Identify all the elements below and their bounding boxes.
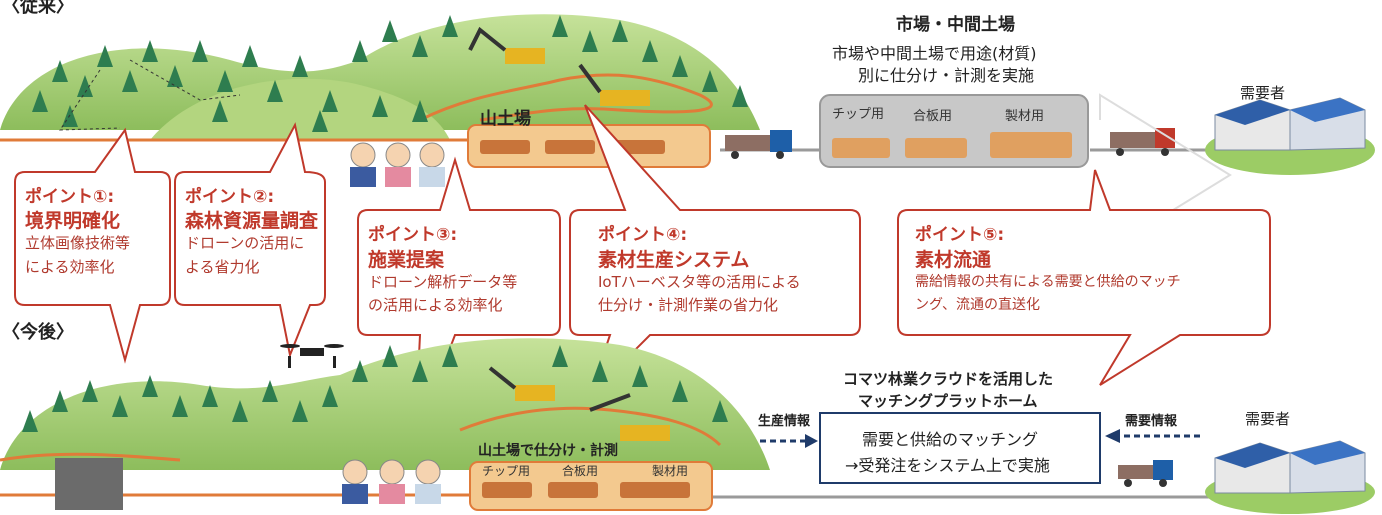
point4-head: 素材生産システム [598, 249, 750, 271]
top-hills [0, 14, 760, 140]
point3-title: ポイント③: [368, 225, 458, 245]
point2-head: 森林資源量調査 [185, 210, 319, 232]
point5-title: ポイント⑤: [915, 225, 1005, 245]
point4-title: ポイント④: [598, 225, 688, 245]
platform-title-line2: マッチングプラットホーム [858, 392, 1038, 410]
market-bin-plywood: 合板用 [913, 109, 953, 124]
demand-info-label: 需要情報 [1125, 414, 1178, 429]
market-desc-line2: 別に仕分け・計測を実施 [858, 66, 1035, 85]
bottom-bin-lumber: 製材用 [652, 464, 689, 478]
consumer-bottom-label: 需要者 [1245, 410, 1291, 428]
production-info-label: 生産情報 [758, 414, 811, 429]
bottom-trees [22, 345, 728, 432]
top-truck2-icon [1110, 128, 1175, 156]
top-excavators [468, 26, 650, 106]
landing-bottom-title: 山土場で仕分け・計測 [478, 443, 618, 459]
point1-body-1: 立体画像技術等 [25, 234, 131, 252]
bottom-people-icon [342, 459, 441, 504]
landing-top-label: 山土場 [480, 109, 531, 129]
point5-body-1: 需給情報の共有による需要と供給のマッチ [915, 274, 1181, 290]
bottom-truck-icon [1118, 460, 1173, 487]
callout-3-shape [357, 156, 561, 441]
market-bin-chip: チップ用 [832, 107, 885, 122]
point3-body-2: の活用による効率化 [368, 296, 503, 314]
top-truck-icon [725, 130, 792, 159]
callout-5-shape [897, 169, 1271, 386]
drone-icon [280, 344, 344, 368]
point4-body-1: IoTハーベスタ等の活用による [598, 273, 801, 291]
top-trees [32, 15, 748, 132]
market-title: 市場・中間土場 [896, 15, 1015, 35]
point3-body-1: ドローン解析データ等 [368, 273, 518, 291]
bottom-hills [0, 338, 770, 470]
bottom-excavators [488, 366, 670, 441]
platform-title-line1: コマツ林業クラウドを活用した [843, 370, 1054, 388]
platform-box-line1: 需要と供給のマッチング [862, 430, 1039, 449]
point2-body-2: よる省力化 [185, 258, 260, 276]
photo-thumbnail [55, 458, 123, 510]
consumer-bottom-icon [1205, 440, 1375, 514]
callout-4-shape [569, 104, 861, 396]
market-desc-line1: 市場や中間土場で用途(材質) [832, 44, 1037, 63]
callout-2-shape [174, 122, 326, 359]
point4-body-2: 仕分け・計測作業の省力化 [598, 296, 779, 314]
point5-body-2: ング、流通の直送化 [915, 297, 1041, 313]
market-bin-lumber: 製材用 [1005, 109, 1045, 124]
consumer-top-icon [1205, 97, 1375, 175]
point2-title: ポイント②: [185, 187, 275, 207]
platform-box-line2: →受発注をシステム上で実施 [845, 456, 1050, 475]
callout-1-shape [14, 127, 171, 364]
point5-head: 素材流通 [915, 249, 992, 271]
point1-head: 境界明確化 [25, 210, 121, 232]
point2-body-1: ドローンの活用に [185, 234, 305, 252]
point3-head: 施業提案 [368, 249, 445, 271]
point1-body-2: による効率化 [25, 258, 115, 276]
section-before-label: 〈従来〉 [2, 0, 74, 17]
section-after-label: 〈今後〉 [2, 322, 74, 343]
point1-title: ポイント①: [25, 187, 115, 207]
top-people-icon [350, 142, 445, 187]
bottom-bin-chip: チップ用 [482, 464, 531, 478]
platform-box [819, 412, 1101, 484]
consumer-top-label: 需要者 [1240, 84, 1286, 102]
bottom-bin-plywood: 合板用 [562, 464, 599, 478]
